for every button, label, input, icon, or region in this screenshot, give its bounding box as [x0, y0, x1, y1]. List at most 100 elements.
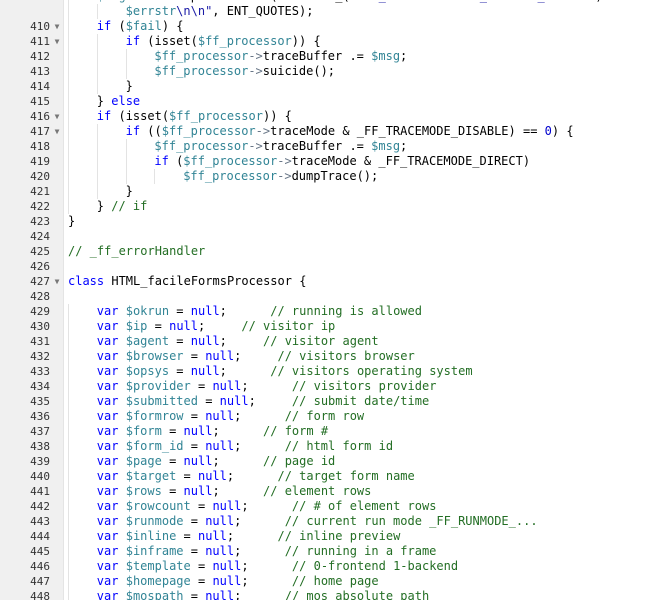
code-line[interactable]: 415} else — [0, 94, 648, 109]
fold-down-icon[interactable]: ▼ — [54, 37, 60, 46]
code-token: )) { — [291, 34, 321, 48]
code-token: null — [183, 424, 213, 438]
code-line[interactable]: 410▼if ($fail) { — [0, 19, 648, 34]
code-token: if — [96, 109, 112, 123]
code-line[interactable]: 425// _ff_errorHandler — [0, 244, 648, 259]
code-token: var — [96, 409, 119, 423]
code-line[interactable]: 420$ff_processor->dumpTrace(); — [0, 169, 648, 184]
code-line[interactable]: 423} — [0, 214, 648, 229]
code-token: if — [96, 19, 112, 33]
code-token: // running in a frame — [284, 544, 437, 558]
code-token: // 0-frontend 1-backend — [291, 559, 459, 573]
code-token: -> — [248, 139, 263, 153]
code-token: var — [96, 544, 119, 558]
code-token — [118, 349, 125, 363]
code-token: $okrun — [125, 304, 170, 318]
code-token: $target — [125, 469, 177, 483]
code-token: // html form id — [284, 439, 394, 453]
code-line[interactable]: 426 — [0, 259, 648, 274]
code-line[interactable]: 411▼if (isset($ff_processor)) { — [0, 34, 648, 49]
code-line[interactable]: 427▼class HTML_facileFormsProcessor { — [0, 274, 648, 289]
code-token: ; — [234, 544, 285, 558]
indent-guide — [97, 34, 126, 49]
code-token: = — [190, 574, 213, 588]
code-token: (isset( — [111, 109, 170, 123]
code-token: traceBuffer .= — [262, 139, 372, 153]
code-token: $runmode — [125, 514, 184, 528]
code-line[interactable]: 409$msg .= htmlspecialchars(BFText::_('C… — [0, 0, 648, 4]
code-token: var — [96, 394, 119, 408]
indent-guide — [97, 49, 126, 64]
code-text: var $agent = null; // visitor agent — [68, 334, 379, 349]
code-token: \n\n" — [176, 4, 213, 18]
code-text: var $rows = null; // element rows — [68, 484, 372, 499]
code-line[interactable]: 413$ff_processor->suicide(); — [0, 64, 648, 79]
code-line[interactable]: 418$ff_processor->traceBuffer .= $msg; — [0, 139, 648, 154]
code-token: ; — [400, 49, 408, 63]
code-token: $inline — [125, 529, 177, 543]
indent-guide — [97, 154, 126, 169]
code-token: = — [176, 469, 198, 483]
fold-down-icon[interactable]: ▼ — [54, 277, 60, 286]
code-token: // target form name — [277, 469, 415, 483]
line-number: 447 — [30, 575, 50, 588]
code-token: ; — [241, 499, 292, 513]
code-text: var $page = null; // page id — [68, 454, 335, 469]
code-text: $msg .= htmlspecialchars(BFText::_('COM_… — [68, 0, 632, 4]
code-line[interactable]: 421} — [0, 184, 648, 199]
code-line[interactable]: 416▼if (isset($ff_processor)) { — [0, 109, 648, 124]
indent-guide — [97, 64, 126, 79]
code-line[interactable]: 424 — [0, 229, 648, 244]
indent-guide — [68, 589, 97, 600]
code-token: $template — [125, 559, 191, 573]
indent-guide — [68, 559, 97, 574]
code-token: $ff_processor — [197, 34, 292, 48]
code-token: = — [183, 544, 206, 558]
indent-guide — [68, 184, 97, 199]
code-line[interactable]: 428 — [0, 289, 648, 304]
code-line[interactable]: 422} // if — [0, 199, 648, 214]
fold-down-icon[interactable]: ▼ — [54, 127, 60, 136]
code-line[interactable]: 417▼if (($ff_processor->traceMode & _FF_… — [0, 124, 648, 139]
code-token: // visitors browser — [277, 349, 415, 363]
code-line[interactable]: 412$ff_processor->traceBuffer .= $msg; — [0, 49, 648, 64]
indent-guide — [97, 124, 126, 139]
code-line[interactable]: 414} — [0, 79, 648, 94]
fold-down-icon[interactable]: ▼ — [54, 112, 60, 121]
code-token: // mos absolute path — [284, 589, 430, 600]
code-token: // submit date/time — [291, 394, 430, 408]
indent-guide — [68, 394, 97, 409]
code-line[interactable]: $errstr\n\n", ENT_QUOTES); — [0, 4, 648, 19]
code-token — [118, 589, 125, 600]
code-token: = — [176, 529, 198, 543]
code-token: ; — [234, 514, 285, 528]
fold-down-icon[interactable]: ▼ — [54, 22, 60, 31]
indent-guide — [68, 49, 97, 64]
code-token: $rows — [125, 484, 162, 498]
code-token: $ff_processor — [161, 124, 256, 138]
code-token: var — [96, 319, 119, 333]
code-token: var — [96, 559, 119, 573]
